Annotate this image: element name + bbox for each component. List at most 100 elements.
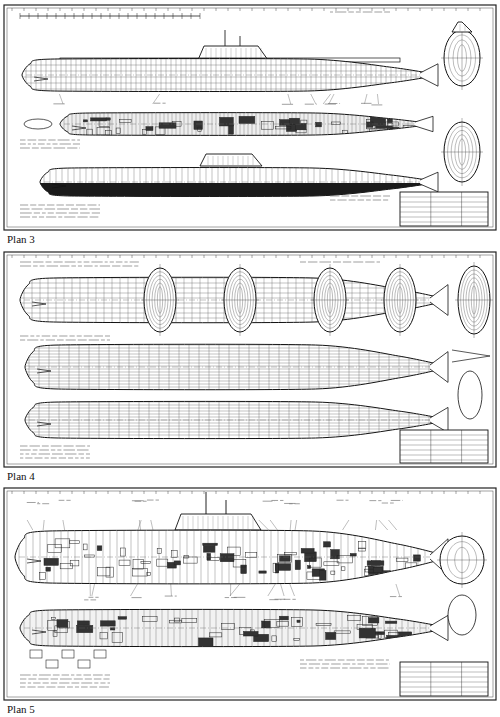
waterline [25, 381, 440, 382]
fine-print-stroke [69, 336, 74, 337]
internal-equipment [342, 130, 347, 139]
frame-line [39, 345, 40, 389]
title-block-column [430, 192, 431, 226]
fine-print-stroke [65, 454, 77, 455]
waterline [25, 426, 440, 427]
frame-tick [300, 8, 301, 11]
bow-hydroplane [32, 630, 46, 634]
waterline [25, 405, 440, 406]
fine-print-stroke [263, 501, 273, 502]
waterline [25, 423, 440, 424]
frame-tick [456, 8, 457, 11]
fine-print-stroke [382, 503, 388, 504]
frame-tick [420, 491, 421, 494]
fine-print-stroke [322, 664, 329, 665]
internal-equipment [403, 125, 418, 134]
internal-equipment [118, 617, 127, 619]
fine-print-stroke [81, 687, 88, 688]
title-block-row [400, 672, 488, 673]
fine-print-stroke [75, 687, 79, 688]
internal-equipment [184, 557, 198, 563]
fine-print-stroke [30, 336, 34, 337]
fine-print-stroke [280, 500, 283, 501]
frame-tick [180, 255, 181, 258]
frame-tick [456, 255, 457, 258]
fine-print-stroke [52, 336, 57, 337]
fine-print-stroke [45, 209, 56, 210]
frame-tick [192, 8, 193, 11]
detail-inset [46, 660, 58, 668]
internal-equipment [55, 539, 70, 548]
frame-tick [96, 255, 97, 258]
fine-print-stroke [105, 336, 110, 337]
fine-print-stroke [351, 196, 358, 197]
internal-equipment [198, 127, 201, 131]
fine-print-stroke [361, 103, 372, 104]
scale-tick [38, 13, 39, 19]
title-block-row [400, 202, 488, 203]
leader-line [396, 584, 400, 596]
fine-print-stroke [38, 679, 48, 680]
waterline [25, 432, 440, 433]
fine-print-stroke [90, 599, 96, 600]
fine-print-stroke [349, 200, 356, 201]
internal-equipment [106, 118, 110, 120]
fine-print-stroke [66, 500, 70, 501]
frame-line [272, 113, 273, 135]
internal-equipment [305, 552, 317, 562]
frame-tick [36, 8, 37, 11]
fine-print-stroke [69, 213, 78, 214]
internal-equipment [280, 556, 291, 561]
tower-plating [233, 516, 234, 529]
fine-print-stroke [27, 340, 38, 341]
internal-equipment [39, 572, 45, 579]
fine-print-stroke [147, 500, 154, 501]
fine-print-stroke [42, 213, 46, 214]
scale-tick [20, 13, 21, 19]
internal-equipment [373, 568, 382, 573]
fine-print-stroke [28, 144, 31, 145]
leader-line [379, 520, 388, 530]
internal-equipment [408, 636, 422, 646]
frame-tick [156, 8, 157, 11]
scale-tick [29, 13, 30, 19]
fine-print-stroke [289, 503, 293, 504]
fine-print-stroke [51, 679, 58, 680]
frame-tick [336, 491, 337, 494]
fine-print-stroke [391, 500, 401, 501]
internal-equipment [272, 636, 277, 642]
tower-plating [248, 516, 249, 529]
centre-line [29, 367, 436, 368]
frame-tick [24, 491, 25, 494]
internal-equipment [262, 621, 271, 628]
frame-line [256, 59, 257, 91]
fine-print-stroke [98, 205, 100, 206]
fine-print-stroke [390, 503, 394, 504]
waterline [22, 83, 430, 84]
frame-tick [468, 8, 469, 11]
title-block [400, 430, 488, 463]
internal-equipment [48, 545, 62, 553]
internal-equipment [69, 541, 79, 544]
fine-print-stroke [76, 675, 81, 676]
fine-print-stroke [20, 450, 31, 451]
fine-print-stroke [27, 687, 35, 688]
frame-line [341, 59, 342, 91]
internal-equipment [331, 550, 340, 559]
fine-print-stroke [57, 340, 64, 341]
frame-tick [60, 255, 61, 258]
waterline [25, 417, 440, 418]
leader-line [138, 520, 141, 530]
frame-line [306, 610, 307, 646]
frame-tick [264, 8, 265, 11]
tower-plating [231, 48, 232, 59]
fine-print-stroke [369, 500, 376, 501]
fine-print-stroke [25, 458, 32, 459]
fine-print-stroke [28, 683, 31, 684]
fine-print-stroke [71, 266, 76, 267]
frame-tick [60, 8, 61, 11]
fine-print-stroke [58, 687, 66, 688]
frame-line [271, 531, 272, 583]
tower-plating [188, 516, 189, 529]
fine-print-stroke [90, 217, 99, 218]
